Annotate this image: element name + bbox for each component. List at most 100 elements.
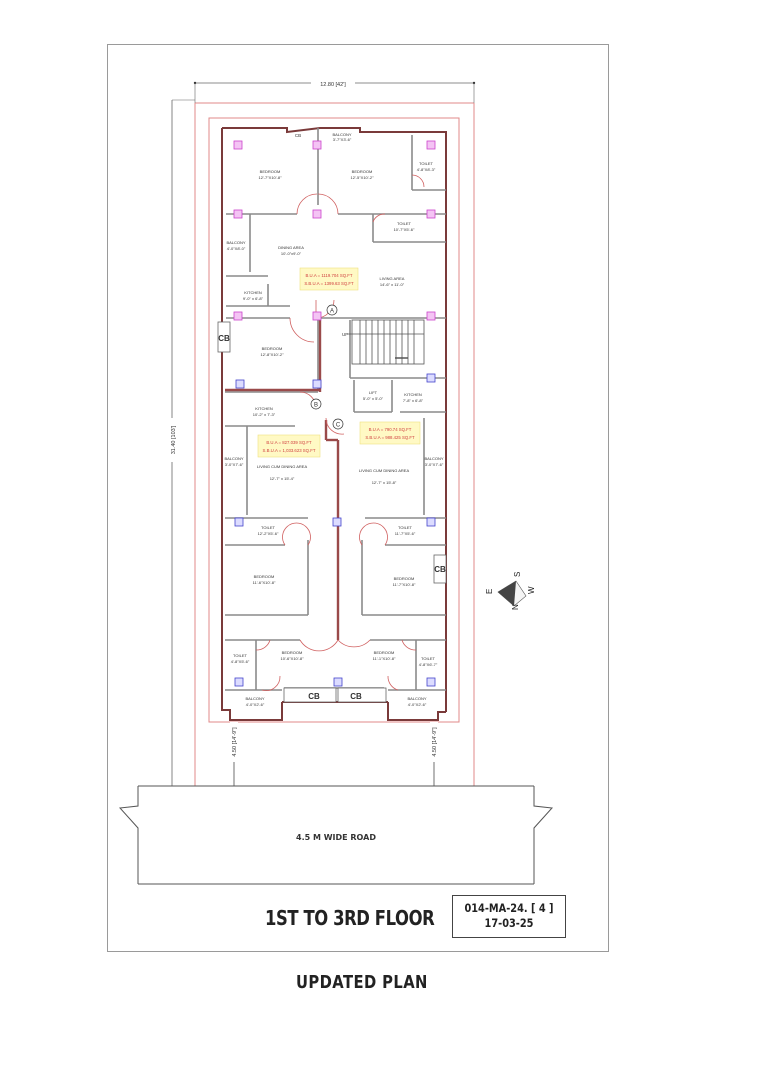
svg-text:LIFT: LIFT bbox=[369, 390, 378, 395]
door-swings bbox=[255, 174, 425, 691]
svg-text:A: A bbox=[330, 309, 334, 315]
svg-text:B.U.A = 1119.704 SQ.FT: B.U.A = 1119.704 SQ.FT bbox=[305, 273, 352, 278]
svg-text:CB: CB bbox=[308, 692, 320, 701]
svg-text:BALCONY: BALCONY bbox=[245, 696, 264, 701]
svg-text:TOILET: TOILET bbox=[233, 653, 247, 658]
floor-title: 1ST TO 3RD FLOOR bbox=[265, 906, 435, 930]
svg-text:5'-0" x 5'-0": 5'-0" x 5'-0" bbox=[363, 396, 384, 401]
svg-text:12.80 [42']: 12.80 [42'] bbox=[320, 82, 346, 88]
svg-text:14'-6" x 11'-0": 14'-6" x 11'-0" bbox=[380, 282, 405, 287]
svg-text:LIVING AREA: LIVING AREA bbox=[380, 276, 405, 281]
reference-box: 014-MA-24. [ 4 ] 17-03-25 bbox=[452, 895, 566, 938]
svg-text:BEDROOM: BEDROOM bbox=[262, 346, 283, 351]
svg-text:S: S bbox=[513, 572, 522, 577]
room-labels-unit-a: BEDROOM 12'-7"X10'-8" BEDROOM 12'-5"X10'… bbox=[226, 132, 435, 357]
svg-text:S.B.U.A = 1,033.623 SQ.FT: S.B.U.A = 1,033.623 SQ.FT bbox=[263, 448, 316, 453]
svg-text:KITCHEN: KITCHEN bbox=[255, 406, 273, 411]
svg-text:TOILET: TOILET bbox=[421, 656, 435, 661]
svg-text:BALCONY: BALCONY bbox=[407, 696, 426, 701]
svg-text:LIVING CUM DINING AREA: LIVING CUM DINING AREA bbox=[359, 468, 410, 473]
svg-text:CB: CB bbox=[350, 692, 362, 701]
svg-text:UP: UP bbox=[342, 332, 348, 337]
room-labels-unit-b: KITCHEN 10'-2" x 7'-3" BALCONY 3'-0"X7'-… bbox=[224, 406, 307, 707]
reference-code: 014-MA-24. [ 4 ] bbox=[464, 901, 554, 915]
svg-text:3'-7"X3'-6": 3'-7"X3'-6" bbox=[333, 137, 352, 142]
svg-text:12'-7" x 15'-4": 12'-7" x 15'-4" bbox=[270, 476, 295, 481]
side-dimension: 31.40 [103'] bbox=[150, 99, 195, 787]
drawing-sheet-border bbox=[107, 44, 609, 952]
svg-text:10'-0"x9'-0": 10'-0"x9'-0" bbox=[281, 251, 302, 256]
svg-text:11'-6"X10'-8": 11'-6"X10'-8" bbox=[253, 580, 276, 585]
svg-text:B.U.A = 790.74 SQ.FT: B.U.A = 790.74 SQ.FT bbox=[369, 427, 412, 432]
svg-text:BALCONY: BALCONY bbox=[332, 132, 351, 137]
svg-text:11'-7"X10'-8": 11'-7"X10'-8" bbox=[393, 582, 416, 587]
svg-text:10'-6"X10'-8": 10'-6"X10'-8" bbox=[280, 656, 304, 661]
svg-text:BEDROOM: BEDROOM bbox=[254, 574, 275, 579]
area-box-unit-a: B.U.A = 1119.704 SQ.FT S.B.U.A = 1399.63… bbox=[299, 267, 359, 291]
svg-text:3'-0"X7'-6": 3'-0"X7'-6" bbox=[225, 462, 244, 467]
svg-text:TOILET: TOILET bbox=[397, 221, 411, 226]
svg-text:12'-2"X5'-6": 12'-2"X5'-6" bbox=[258, 531, 279, 536]
svg-text:BEDROOM: BEDROOM bbox=[394, 576, 415, 581]
road-label: 4.5 M WIDE ROAD bbox=[296, 833, 376, 842]
staircase: UP bbox=[342, 319, 425, 365]
svg-text:4'-8"X8'-3": 4'-8"X8'-3" bbox=[417, 167, 436, 172]
svg-text:12'-8"X10'-2": 12'-8"X10'-2" bbox=[260, 352, 284, 357]
svg-text:TOILET: TOILET bbox=[419, 161, 433, 166]
svg-text:S.B.U.A = 1399.63 SQ.FT: S.B.U.A = 1399.63 SQ.FT bbox=[304, 281, 354, 286]
svg-text:DINING AREA: DINING AREA bbox=[278, 245, 304, 250]
room-labels-unit-c: LIFT 5'-0" x 5'-0" KITCHEN 7'-8" x 6'-8"… bbox=[359, 390, 444, 707]
svg-text:B: B bbox=[314, 403, 318, 409]
svg-text:BALCONY: BALCONY bbox=[424, 456, 443, 461]
unit-partition-walls bbox=[225, 320, 340, 640]
footer-title: UPDATED PLAN bbox=[296, 972, 428, 993]
svg-text:4.50 [14'-9"]: 4.50 [14'-9"] bbox=[232, 727, 238, 757]
svg-text:N: N bbox=[511, 604, 520, 610]
svg-text:12'-5"X10'-2": 12'-5"X10'-2" bbox=[350, 175, 374, 180]
svg-text:B.U.A = 827.039 SQ.FT: B.U.A = 827.039 SQ.FT bbox=[266, 440, 312, 445]
svg-text:10'-2" x 7'-3": 10'-2" x 7'-3" bbox=[253, 412, 276, 417]
svg-text:4'-8"X5'-6": 4'-8"X5'-6" bbox=[231, 659, 250, 664]
compass-icon: E S W N bbox=[485, 572, 536, 610]
svg-text:12'-7"X10'-8": 12'-7"X10'-8" bbox=[258, 175, 282, 180]
svg-text:BALCONY: BALCONY bbox=[226, 240, 245, 245]
svg-text:BEDROOM: BEDROOM bbox=[260, 169, 281, 174]
svg-text:LIVING CUM DINING AREA: LIVING CUM DINING AREA bbox=[257, 464, 308, 469]
svg-text:31.40 [103']: 31.40 [103'] bbox=[171, 425, 177, 454]
svg-text:S.B.U.A = 988.425 SQ.FT: S.B.U.A = 988.425 SQ.FT bbox=[365, 435, 415, 440]
svg-text:W: W bbox=[527, 586, 536, 594]
svg-text:11'-7"X5'-6": 11'-7"X5'-6" bbox=[395, 531, 416, 536]
reference-date: 17-03-25 bbox=[484, 916, 534, 930]
svg-text:KITCHEN: KITCHEN bbox=[244, 290, 262, 295]
svg-text:11'-1"X10'-8": 11'-1"X10'-8" bbox=[373, 656, 396, 661]
svg-text:12'-7" x 15'-8": 12'-7" x 15'-8" bbox=[372, 480, 397, 485]
svg-text:7'-8" x 6'-8": 7'-8" x 6'-8" bbox=[403, 398, 424, 403]
svg-text:4'-0"X2'-6": 4'-0"X2'-6" bbox=[408, 702, 427, 707]
setback-dimensions: 4.50 [14'-9"] 4.50 [14'-9"] bbox=[230, 722, 438, 786]
area-box-unit-c: B.U.A = 790.74 SQ.FT S.B.U.A = 988.425 S… bbox=[359, 421, 421, 445]
columns-blue bbox=[234, 373, 436, 687]
unit-markers: A B C bbox=[310, 304, 344, 430]
svg-text:3'-0"X7'-6": 3'-0"X7'-6" bbox=[425, 462, 444, 467]
svg-text:CB: CB bbox=[434, 565, 446, 574]
svg-text:4'-0"X2'-6": 4'-0"X2'-6" bbox=[246, 702, 265, 707]
svg-text:C: C bbox=[336, 423, 341, 429]
svg-text:CB: CB bbox=[218, 334, 230, 343]
top-dimension: 12.80 [42'] bbox=[193, 78, 476, 103]
svg-text:E: E bbox=[485, 589, 494, 594]
svg-text:TOILET: TOILET bbox=[398, 525, 412, 530]
cupboards: CB CB CB CB CB bbox=[217, 133, 447, 703]
svg-text:BEDROOM: BEDROOM bbox=[282, 650, 303, 655]
svg-text:4'-8"X6'-7": 4'-8"X6'-7" bbox=[419, 662, 438, 667]
svg-text:BEDROOM: BEDROOM bbox=[352, 169, 373, 174]
area-box-unit-b: B.U.A = 827.039 SQ.FT S.B.U.A = 1,033.62… bbox=[257, 434, 321, 458]
svg-text:4'-0"X8'-0": 4'-0"X8'-0" bbox=[227, 246, 246, 251]
svg-text:4.50 [14'-9"]: 4.50 [14'-9"] bbox=[432, 727, 438, 757]
svg-text:BALCONY: BALCONY bbox=[224, 456, 243, 461]
svg-text:9'-0" x 6'-8": 9'-0" x 6'-8" bbox=[243, 296, 264, 301]
svg-text:BEDROOM: BEDROOM bbox=[374, 650, 395, 655]
svg-text:CB: CB bbox=[295, 133, 301, 138]
columns-unit-a bbox=[233, 140, 436, 321]
svg-text:KITCHEN: KITCHEN bbox=[404, 392, 422, 397]
